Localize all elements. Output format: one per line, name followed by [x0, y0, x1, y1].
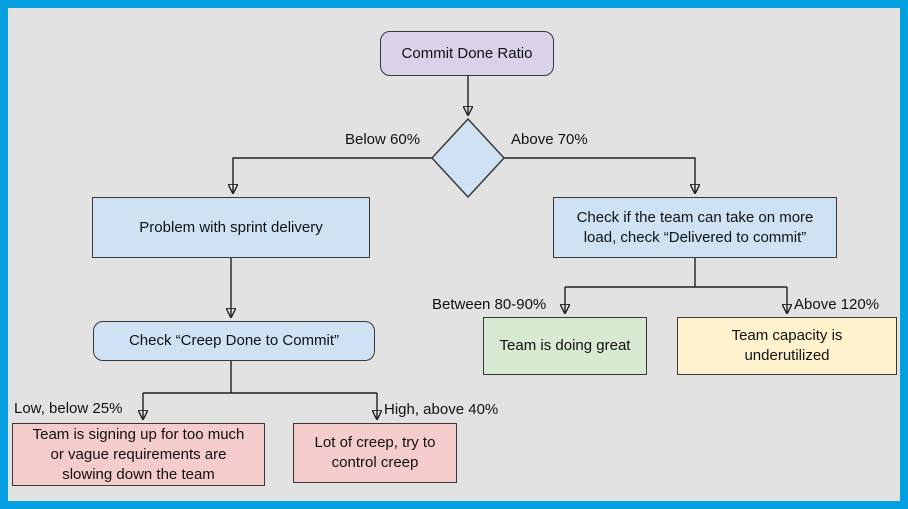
edge-label-above-120: Above 120% — [794, 296, 880, 313]
edge-label-above-70: Above 70% — [511, 131, 588, 148]
node-label: Check “Creep Done to Commit” — [128, 332, 340, 349]
node-problem-sprint-delivery[interactable]: Problem with sprint delivery — [92, 197, 370, 258]
edge-label-between-80-90: Between 80-90% — [432, 296, 547, 313]
node-label: Team is signing up for too much or vague… — [32, 425, 245, 483]
edge-label-high-above-40: High, above 40% — [384, 401, 499, 418]
node-commit-done-ratio[interactable]: Commit Done Ratio — [380, 31, 554, 76]
node-capacity-underutilized[interactable]: Team capacity is underutilized — [677, 317, 897, 375]
node-label: Lot of creep, try to control creep — [314, 434, 436, 471]
decision-diamond[interactable] — [430, 117, 506, 199]
edge-label-low-below-25: Low, below 25% — [14, 400, 123, 417]
node-label: Team is doing great — [499, 337, 631, 354]
node-check-creep-done-to-commit[interactable]: Check “Creep Done to Commit” — [93, 321, 375, 361]
node-check-delivered-to-commit[interactable]: Check if the team can take on more load,… — [553, 197, 837, 258]
connector-layer — [8, 76, 900, 501]
node-label: Check if the team can take on more load,… — [576, 208, 814, 246]
connector-decision-to-problem — [233, 157, 432, 192]
node-signing-up-too-much[interactable]: Team is signing up for too much or vague… — [12, 423, 265, 486]
node-lot-of-creep[interactable]: Lot of creep, try to control creep — [293, 423, 457, 483]
connector-decision-to-check-load — [504, 157, 695, 192]
node-team-doing-great[interactable]: Team is doing great — [483, 317, 647, 375]
node-label: Commit Done Ratio — [401, 44, 533, 62]
node-label: Problem with sprint delivery — [139, 218, 323, 236]
edge-label-below-60: Below 60% — [345, 131, 421, 148]
node-label: Team capacity is underutilized — [731, 327, 843, 364]
